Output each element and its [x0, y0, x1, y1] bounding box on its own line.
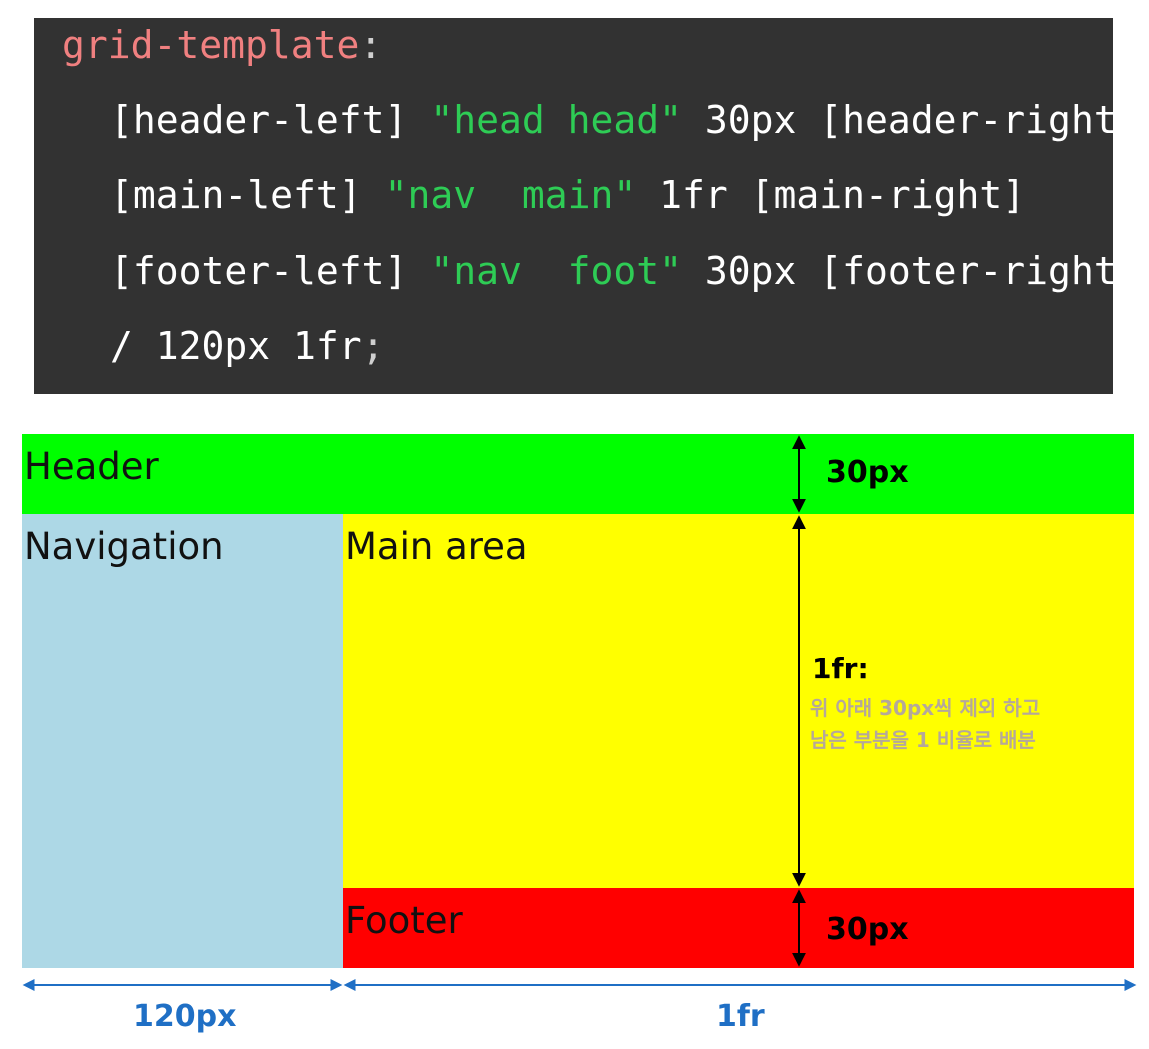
code-semicolon: ;	[361, 324, 385, 368]
code-footer-areas: "nav foot"	[430, 249, 682, 293]
code-footer-left-line: [footer-left]	[110, 249, 408, 293]
header-size-label: 30px	[826, 455, 909, 490]
code-line-header-row: [header-left] "head head" 30px [header-r…	[110, 97, 1140, 143]
navigation-area: Navigation	[22, 514, 343, 968]
code-line-footer-row: [footer-left] "nav foot" 30px [footer-ri…	[110, 248, 1140, 294]
main-size-label: 1fr:	[812, 652, 869, 685]
code-header-left-line: [header-left]	[110, 98, 408, 142]
code-property: grid-template	[62, 23, 360, 67]
footer-label: Footer	[345, 899, 463, 942]
nav-width-label: 120px	[133, 999, 237, 1034]
code-header-size: 30px	[704, 98, 797, 142]
footer-area: Footer	[343, 888, 1134, 968]
code-footer-size: 30px	[704, 249, 797, 293]
header-label: Header	[24, 445, 159, 488]
code-columns: / 120px 1fr	[110, 324, 362, 368]
rest-width-label: 1fr	[716, 999, 765, 1034]
code-main-right-line: [main-right]	[750, 173, 1026, 217]
code-block: grid-template: [header-left] "head head"…	[34, 18, 1140, 394]
main-label: Main area	[345, 525, 528, 568]
code-colon: :	[359, 23, 383, 67]
code-line-columns: / 120px 1fr;	[110, 323, 385, 369]
main-size-note-line2: 남은 부분을 1 비율로 배분	[810, 728, 1036, 752]
code-main-left-line: [main-left]	[110, 173, 362, 217]
footer-size-label: 30px	[826, 912, 909, 947]
code-header-areas: "head head"	[430, 98, 682, 142]
main-size-note-line1: 위 아래 30px씩 제외 하고	[810, 696, 1041, 720]
code-line-main-row: [main-left] "nav main" 1fr [main-right]	[110, 172, 1025, 218]
code-line-property: grid-template:	[62, 22, 382, 68]
code-main-size: 1fr	[659, 173, 728, 217]
navigation-label: Navigation	[24, 525, 224, 568]
code-header-right-line: [header-right]	[819, 98, 1140, 142]
header-area: Header	[22, 434, 1134, 514]
main-area: Main area	[343, 514, 1134, 888]
code-footer-right-line: [footer-right]	[819, 249, 1140, 293]
code-main-areas: "nav main"	[384, 173, 637, 217]
